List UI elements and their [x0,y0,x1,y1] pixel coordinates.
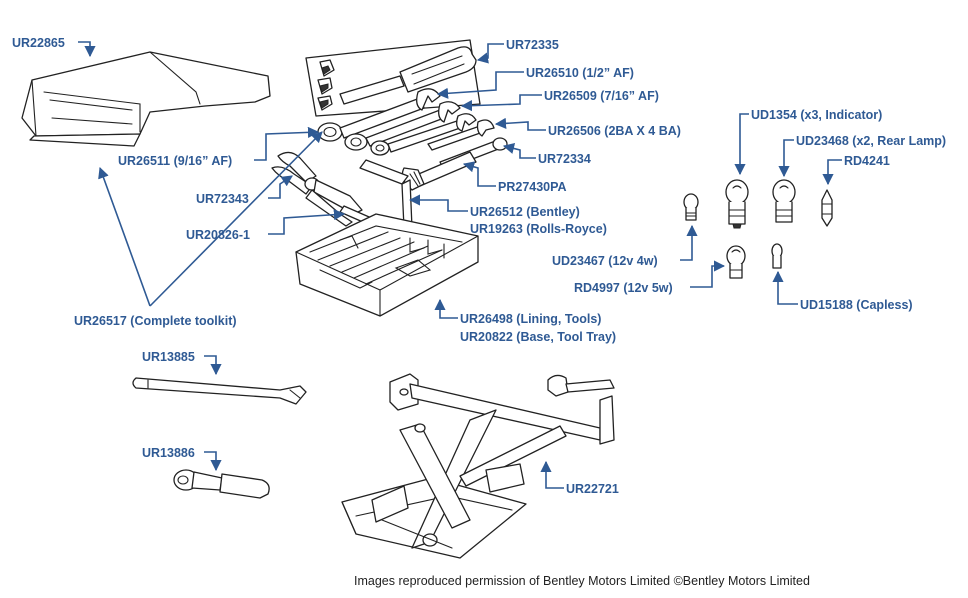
label-ur20826: UR20826-1 [186,228,250,242]
label-ud23468: UD23468 (x2, Rear Lamp) [796,134,946,148]
leader-lines [78,41,842,489]
spanners-drawing [317,88,508,171]
label-ur22865: UR22865 [12,36,65,50]
bulb-ud1354-drawing [725,179,749,229]
label-ud23467: UD23467 (12v 4w) [552,254,658,268]
label-ud15188: UD15188 (Capless) [800,298,913,312]
label-ur26509: UR26509 (7/16” AF) [544,89,659,103]
wheel-brace-drawing [173,469,270,499]
label-rd4241: RD4241 [844,154,890,168]
jack-handle-drawing [132,377,307,405]
toolkit-cover-drawing [21,51,271,147]
label-ur13886: UR13886 [142,446,195,460]
tool-tray-drawing [295,213,479,317]
label-ud1354: UD1354 (x3, Indicator) [751,108,882,122]
label-ur26511: UR26511 (9/16” AF) [118,154,232,168]
label-rd4997: RD4997 (12v 5w) [574,281,673,295]
label-ur20822: UR20822 (Base, Tool Tray) [460,330,616,344]
label-pr27430pa: PR27430PA [498,180,567,194]
scissor-jack-drawing [341,373,615,559]
hex-key-drawing [359,159,413,229]
bulb-ud23467-drawing [683,193,699,221]
label-ur26498: UR26498 (Lining, Tools) [460,312,601,326]
label-ur72343: UR72343 [196,192,249,206]
bulb-ud15188-drawing [771,243,783,269]
bulbs-drawing [683,179,833,279]
bulb-rd4241-drawing [821,189,833,227]
adjustable-wrench-drawing [401,151,477,191]
label-ur22721: UR22721 [566,482,619,496]
bulb-ud23468-drawing [772,179,796,223]
label-ur26512: UR26512 (Bentley) [470,205,580,219]
label-ur26506: UR26506 (2BA X 4 BA) [548,124,681,138]
label-ur19263: UR19263 (Rolls-Royce) [470,222,607,236]
label-ur26517: UR26517 (Complete toolkit) [74,314,237,328]
label-ur13885: UR13885 [142,350,195,364]
label-ur72334: UR72334 [538,152,591,166]
label-ur26510: UR26510 (1/2” AF) [526,66,634,80]
image-credit: Images reproduced permission of Bentley … [354,574,810,588]
bulb-rd4997-drawing [726,245,746,279]
label-ur72335: UR72335 [506,38,559,52]
